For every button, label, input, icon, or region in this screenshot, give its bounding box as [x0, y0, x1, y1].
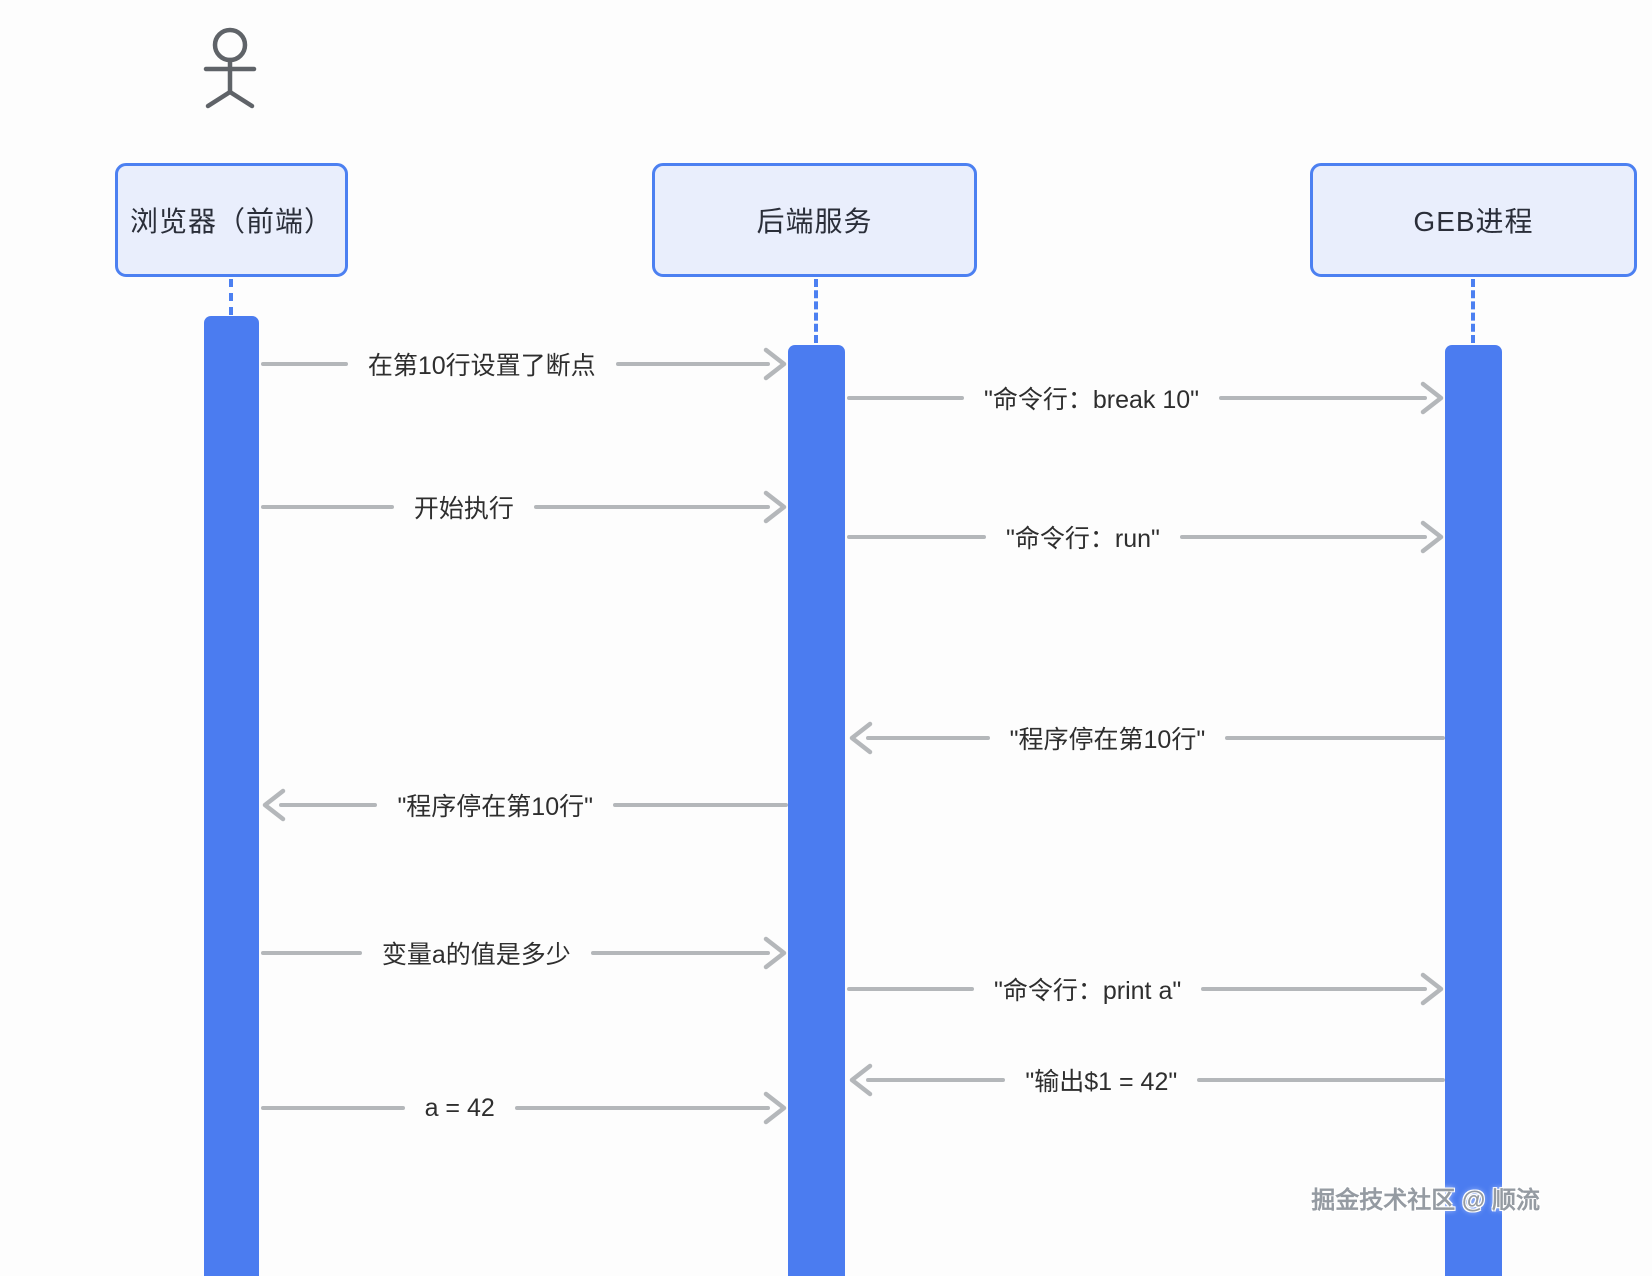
- message-cmd-run: "命令行：run": [847, 520, 1445, 554]
- lifeline-backend: [814, 279, 818, 343]
- message-line: [1201, 987, 1427, 991]
- message-label: 开始执行: [413, 495, 514, 523]
- message-line: [847, 535, 986, 539]
- message-line: [261, 951, 362, 955]
- message-line: [1225, 736, 1445, 740]
- message-line: [261, 1106, 405, 1110]
- message-label: "命令行：print a": [994, 977, 1182, 1005]
- message-line: [847, 396, 964, 400]
- message-line: [590, 951, 770, 955]
- message-label: 在第10行设置了断点: [367, 352, 596, 380]
- message-cmd-print-a: "命令行：print a": [847, 972, 1445, 1006]
- message-line: [261, 505, 394, 509]
- message-label: "输出$1 = 42": [1025, 1068, 1178, 1096]
- participant-box-browser: 浏览器（前端）: [115, 163, 348, 277]
- message-a-equals-42: a = 42: [261, 1091, 788, 1125]
- participant-box-geb: GEB进程: [1310, 163, 1637, 277]
- lifeline-browser: [229, 279, 233, 315]
- message-line: [1197, 1078, 1445, 1082]
- lifeline-geb: [1471, 279, 1475, 343]
- arrowhead-right-icon: [1420, 381, 1444, 415]
- participant-label-browser: 浏览器（前端）: [129, 206, 333, 237]
- message-label: "命令行：run": [1006, 525, 1160, 553]
- message-output-42: "输出$1 = 42": [848, 1063, 1445, 1097]
- message-start-run: 开始执行: [261, 490, 788, 524]
- arrowhead-left-icon: [262, 788, 286, 822]
- message-set-breakpoint: 在第10行设置了断点: [261, 347, 788, 381]
- participant-label-backend: 后端服务: [756, 206, 873, 237]
- arrowhead-right-icon: [763, 936, 787, 970]
- message-line: [514, 1106, 770, 1110]
- message-label: "命令行：break 10": [983, 386, 1200, 414]
- participant-label-geb: GEB进程: [1413, 206, 1534, 237]
- message-line: [279, 803, 378, 807]
- person-actor-icon: [203, 27, 257, 109]
- arrowhead-right-icon: [1420, 972, 1444, 1006]
- message-line: [866, 736, 990, 740]
- message-line: [1179, 535, 1427, 539]
- activation-bar-geb: [1445, 345, 1502, 1276]
- message-line: [847, 987, 974, 991]
- message-line: [615, 362, 770, 366]
- message-line: [1219, 396, 1427, 400]
- message-stopped-line10-to-browser: "程序停在第10行": [261, 788, 788, 822]
- watermark: 掘金技术社区 @ 顺流: [1311, 1187, 1540, 1214]
- activation-bar-browser: [204, 316, 259, 1276]
- arrowhead-right-icon: [763, 490, 787, 524]
- arrowhead-right-icon: [763, 1091, 787, 1125]
- message-line: [261, 362, 348, 366]
- arrowhead-right-icon: [763, 347, 787, 381]
- message-stopped-line10-to-backend: "程序停在第10行": [848, 721, 1445, 755]
- arrowhead-left-icon: [849, 1063, 873, 1097]
- message-line: [533, 505, 770, 509]
- message-cmd-break: "命令行：break 10": [847, 381, 1445, 415]
- message-line: [866, 1078, 1006, 1082]
- message-line: [613, 803, 788, 807]
- arrowhead-right-icon: [1420, 520, 1444, 554]
- message-label: 变量a的值是多少: [381, 941, 571, 969]
- message-ask-variable-a: 变量a的值是多少: [261, 936, 788, 970]
- participant-box-backend: 后端服务: [652, 163, 977, 277]
- arrowhead-left-icon: [849, 721, 873, 755]
- message-label: "程序停在第10行": [397, 793, 593, 821]
- message-label: a = 42: [424, 1093, 495, 1122]
- activation-bar-backend: [788, 345, 845, 1276]
- message-label: "程序停在第10行": [1009, 726, 1206, 754]
